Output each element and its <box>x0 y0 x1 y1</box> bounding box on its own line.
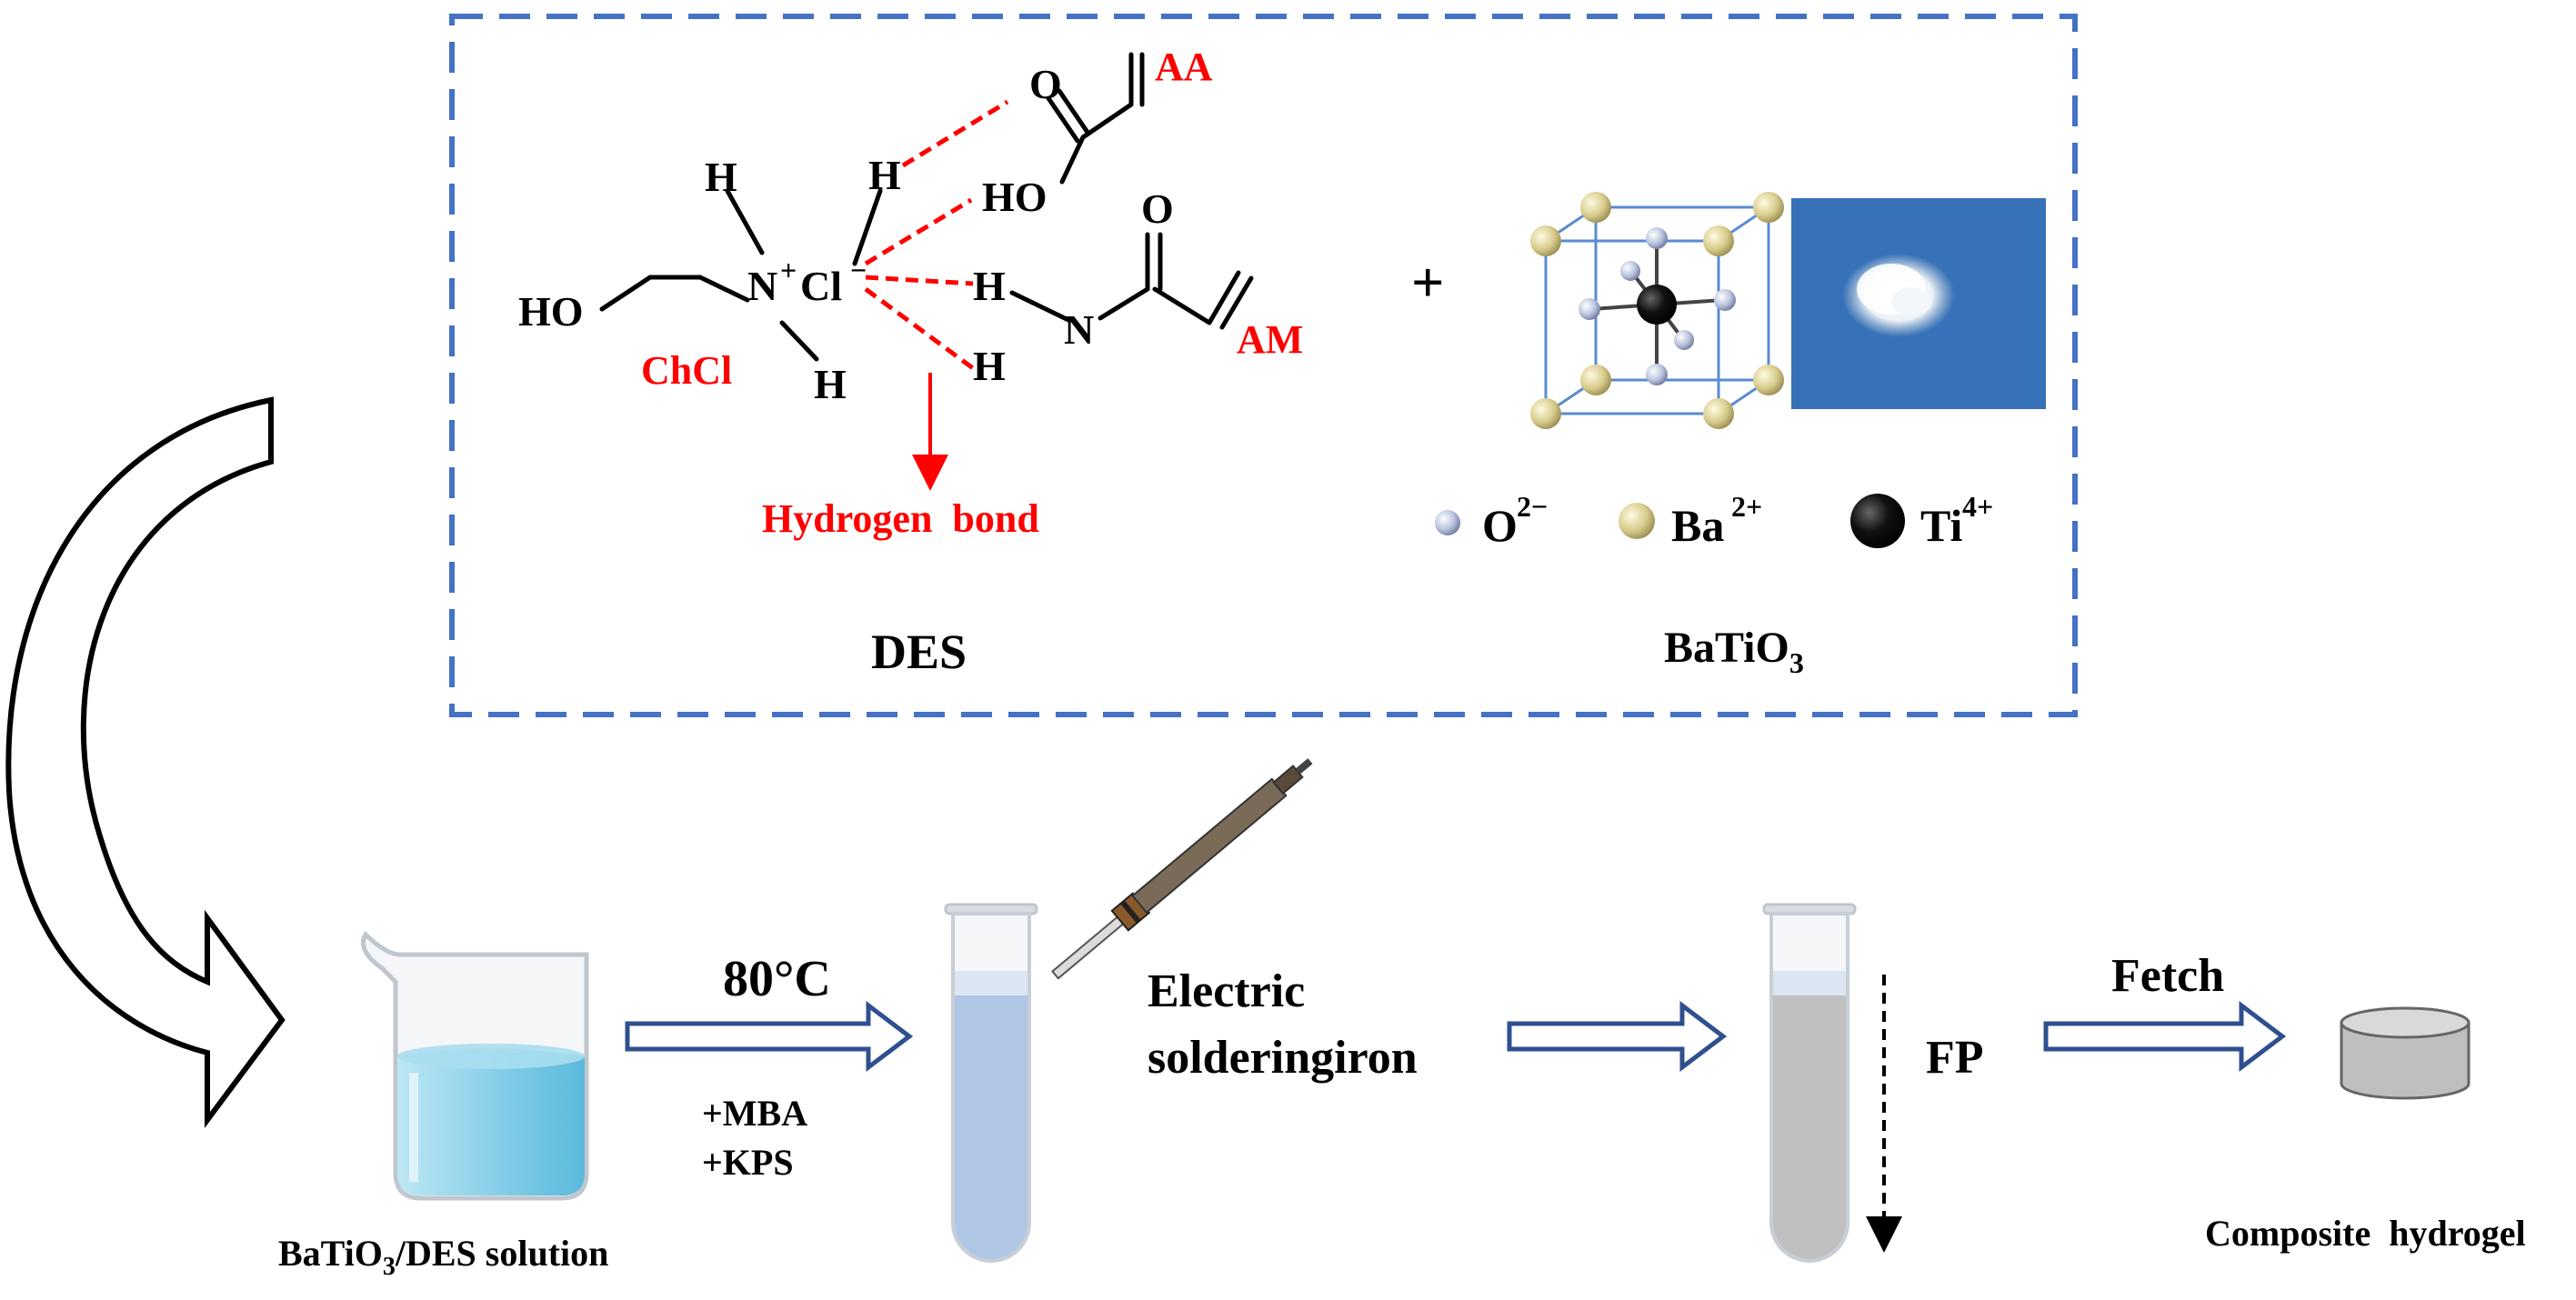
hydrogel-disc-icon <box>2340 1006 2471 1100</box>
am-o-label: O <box>1141 185 1174 232</box>
des-batio3-frame <box>449 14 2078 717</box>
step1-temperature: 80°C <box>723 951 831 1007</box>
test-tube-2-icon <box>1762 903 1857 1263</box>
test-tube-1-icon <box>944 903 1038 1263</box>
o-ion-charge: 2− <box>1517 490 1548 523</box>
process-arrow-1 <box>625 1000 914 1073</box>
hydrogen-bond-label: Hydrogen bond <box>762 496 1039 541</box>
des-n-charge: + <box>780 254 797 286</box>
step3-label: FP <box>1926 1032 1984 1084</box>
des-h-top-left: H <box>705 154 737 200</box>
des-title: DES <box>871 625 967 679</box>
am-n-label: N <box>1064 306 1094 353</box>
step4-label: Fetch <box>2111 950 2224 1002</box>
o-ion-icon <box>1435 510 1460 535</box>
des-bonds <box>599 52 1254 362</box>
ti-ion-label: Ti <box>1920 500 1962 551</box>
des-h-bottom: H <box>814 361 847 407</box>
des-ho-label: HO <box>518 288 584 335</box>
ba-ion-label: Ba <box>1671 500 1724 551</box>
batio3-powder-photo <box>1791 198 2046 409</box>
plus-sign: + <box>1411 250 1444 315</box>
curved-flow-arrow <box>5 396 286 1129</box>
beaker-label: BaTiO3/DES solution <box>278 1233 608 1281</box>
process-arrow-2 <box>1507 1000 1728 1073</box>
perovskite-crystal-icon <box>1530 192 1784 429</box>
am-h-upper: H <box>973 263 1006 309</box>
hydrogen-bond-lines <box>864 99 1009 371</box>
am-h-lower: H <box>973 343 1006 389</box>
aa-ho-label: HO <box>982 174 1047 220</box>
soldering-iron-icon <box>1050 758 1313 980</box>
ti-ion-charge: 4+ <box>1962 490 1993 523</box>
step1-add-mba: +MBA <box>702 1093 807 1134</box>
step1-add-kps: +KPS <box>702 1142 794 1183</box>
o-ion-label: O <box>1482 500 1518 551</box>
des-n-label: N <box>747 263 777 309</box>
aa-o-label: O <box>1029 61 1062 107</box>
am-label: AM <box>1237 317 1303 362</box>
step2-label-line1: Electric <box>1148 965 1305 1017</box>
beaker-icon <box>360 931 589 1201</box>
batio3-title: BaTiO3 <box>1664 624 1804 679</box>
ba-ion-charge: 2+ <box>1731 490 1762 523</box>
ba-ion-icon <box>1619 503 1655 539</box>
aa-label: AA <box>1155 45 1213 89</box>
process-arrow-3 <box>2043 1000 2287 1073</box>
ti-ion-icon <box>1850 494 1905 548</box>
product-label: Composite hydrogel <box>2205 1213 2526 1254</box>
des-cl-label: Cl <box>800 263 842 309</box>
chcl-label: ChCl <box>641 348 732 393</box>
des-cl-charge: − <box>850 254 867 286</box>
des-h-top: H <box>868 152 901 198</box>
ion-legend: O 2− Ba 2+ Ti 4+ <box>1435 490 1993 551</box>
step2-label-line2: solderingiron <box>1148 1032 1418 1084</box>
